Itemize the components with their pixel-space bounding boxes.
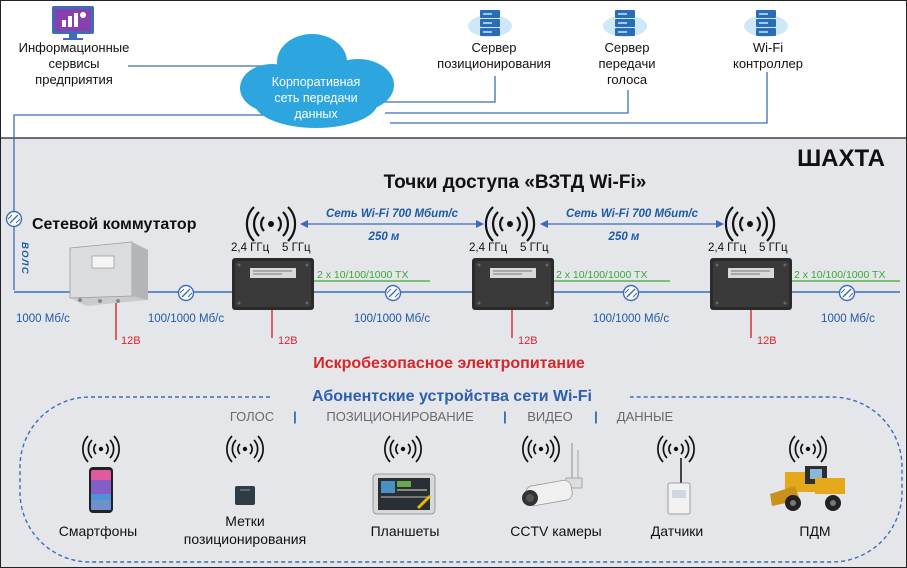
cloud-label-1: Корпоративная	[272, 75, 361, 89]
wifi-controller-line-2: контроллер	[733, 56, 803, 71]
switch-uplink-speed: 1000 Мб/с	[16, 313, 70, 325]
vols-coupler	[5, 210, 23, 228]
ap2-freq-5: 5 ГГц	[520, 242, 549, 254]
coupler-4	[838, 284, 856, 302]
voice-server-line-1: Сервер	[604, 40, 649, 55]
info-services-line-2: сервисы	[49, 56, 100, 71]
sensor-icon	[667, 458, 691, 515]
ap2-ports: 2 x 10/100/1000 TX	[556, 269, 647, 281]
wifi-link-1-speed: Сеть Wi-Fi 700 Мбит/с	[326, 208, 459, 220]
mine-label: ШАХТА	[797, 145, 885, 172]
mine-area	[1, 138, 906, 567]
positioning-server-line-2: позиционирования	[437, 56, 551, 71]
link-speed-4: 1000 Мб/с	[821, 313, 875, 325]
wifi-link-1: Сеть Wi-Fi 700 Мбит/с 250 м	[300, 208, 484, 243]
info-services-line-3: предприятия	[35, 72, 113, 87]
info-services-icon	[52, 6, 94, 40]
devices-title: Абонентские устройства сети Wi-Fi	[312, 388, 592, 405]
category-video: ВИДЕО	[527, 409, 573, 424]
corporate-network-cloud: Корпоративная сеть передачи данных	[240, 34, 394, 128]
loader-icon	[770, 466, 845, 511]
info-services-line-1: Информационные	[19, 40, 130, 55]
category-separator-3: |	[594, 409, 598, 424]
category-data: ДАННЫЕ	[617, 409, 674, 424]
wifi-link-2-speed: Сеть Wi-Fi 700 Мбит/с	[566, 208, 699, 220]
link-speed-2: 100/1000 Мб/с	[354, 313, 431, 325]
ap1-power: 12В	[278, 335, 298, 347]
devices-frame	[19, 396, 903, 563]
label-sensors: Датчики	[651, 523, 703, 539]
access-point-1: 2,4 ГГц 5 ГГц 2 x 10/100/1000 TX 12В	[231, 205, 430, 347]
ap3-ports: 2 x 10/100/1000 TX	[794, 269, 885, 281]
category-voice: ГОЛОС	[230, 409, 274, 424]
category-separator-2: |	[503, 409, 507, 424]
power-title: Искробезопасное электропитание	[313, 355, 585, 372]
label-tags-1: Метки	[225, 513, 265, 529]
label-tags-2: позиционирования	[184, 531, 306, 547]
wifi-controller-line-1: Wi-Fi	[753, 40, 783, 55]
category-positioning: ПОЗИЦИОНИРОВАНИЕ	[326, 409, 474, 424]
voice-server-line-2: передачи	[598, 56, 655, 71]
ap3-power: 12В	[757, 335, 777, 347]
coupler-1	[177, 284, 195, 302]
link-speed-3: 100/1000 Мб/с	[593, 313, 670, 325]
wifi-link-2-distance: 250 м	[608, 231, 640, 243]
ap2-freq-24: 2,4 ГГц	[469, 242, 508, 254]
ap3-freq-5: 5 ГГц	[759, 242, 788, 254]
switch-power-label: 12В	[121, 335, 141, 347]
label-loaders: ПДМ	[799, 523, 830, 539]
switch-label: Сетевой коммутатор	[32, 216, 197, 233]
cloud-label-2: сеть передачи	[274, 91, 357, 105]
access-point-3: 2,4 ГГц 5 ГГц 2 x 10/100/1000 TX 12В	[708, 205, 900, 347]
wifi-link-1-distance: 250 м	[368, 231, 400, 243]
network-switch	[69, 241, 148, 306]
coupler-2	[384, 284, 402, 302]
access-points-title: Точки доступа «ВЗТД Wi-Fi»	[384, 172, 647, 193]
positioning-server-line-1: Сервер	[471, 40, 516, 55]
cctv-camera-icon	[522, 443, 583, 507]
positioning-tag-icon	[235, 486, 255, 505]
tablet-icon	[372, 473, 436, 515]
coupler-3	[622, 284, 640, 302]
label-cctv: CCTV камеры	[510, 523, 601, 539]
ap2-power: 12В	[518, 335, 538, 347]
cloud-label-3: данных	[294, 107, 338, 121]
label-smartphones: Смартфоны	[59, 523, 138, 539]
ap1-ports: 2 x 10/100/1000 TX	[317, 269, 408, 281]
voice-server-line-3: голоса	[607, 72, 648, 87]
label-tablets: Планшеты	[371, 523, 440, 539]
vols-label: ВОЛС	[19, 242, 30, 275]
category-separator-1: |	[293, 409, 297, 424]
ap3-freq-24: 2,4 ГГц	[708, 242, 747, 254]
link-speed-1: 100/1000 Мб/с	[148, 313, 225, 325]
ap1-freq-5: 5 ГГц	[282, 242, 311, 254]
wifi-link-2: Сеть Wi-Fi 700 Мбит/с 250 м	[540, 208, 724, 243]
ap1-freq-24: 2,4 ГГц	[231, 242, 270, 254]
smartphone-icon	[89, 467, 113, 513]
access-point-2: 2,4 ГГц 5 ГГц 2 x 10/100/1000 TX 12В	[469, 205, 670, 347]
corporate-links	[13, 65, 768, 290]
